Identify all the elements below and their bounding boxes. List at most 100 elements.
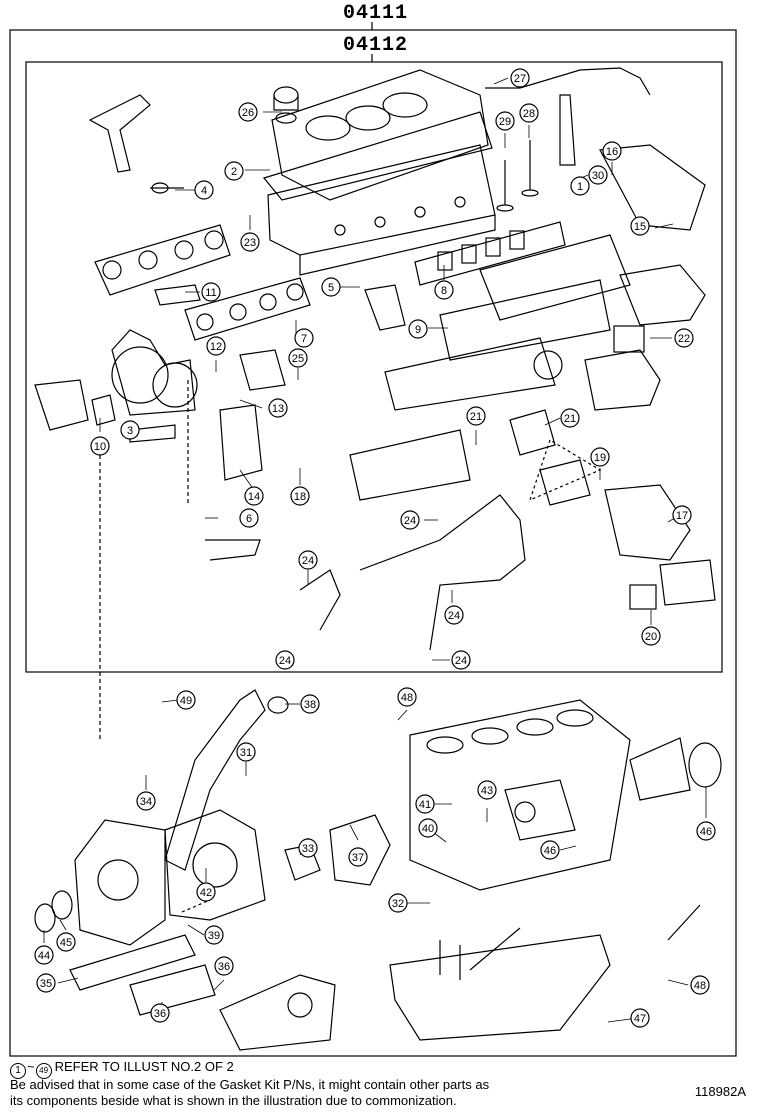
- callout-24: 24: [444, 605, 464, 625]
- cylinder-head: [267, 144, 496, 276]
- callout-number: 41: [419, 799, 431, 811]
- callout-number: 4: [201, 185, 207, 197]
- callout-36: 36: [214, 956, 234, 976]
- callout-number: 24: [279, 655, 291, 667]
- callout-42: 42: [196, 882, 216, 902]
- callout-43: 43: [477, 780, 497, 800]
- callout-number: 35: [40, 978, 52, 990]
- callout-number: 27: [514, 73, 526, 85]
- callout-12: 12: [206, 336, 226, 356]
- callout-number: 26: [242, 107, 254, 119]
- callout-2: 2: [224, 161, 244, 181]
- exhaust-manifold: [94, 224, 231, 296]
- callout-number: 39: [208, 930, 220, 942]
- injection-pump: [504, 779, 576, 841]
- callout-39: 39: [204, 925, 224, 945]
- manifold-gasket: [184, 277, 311, 341]
- callout-number: 14: [248, 491, 260, 503]
- callout-4: 4: [194, 180, 214, 200]
- callout-37: 37: [348, 847, 368, 867]
- callout-33: 33: [298, 838, 318, 858]
- cylinder-head-cover: [262, 69, 493, 201]
- callout-22: 22: [674, 328, 694, 348]
- callout-25: 25: [288, 348, 308, 368]
- intake-gasket: [414, 221, 631, 321]
- callout-number: 24: [448, 610, 460, 622]
- callout-19: 19: [590, 447, 610, 467]
- callout-24: 24: [298, 550, 318, 570]
- callout-number: 3: [127, 425, 133, 437]
- callout-15: 15: [630, 216, 650, 236]
- inner-kit-frame: [25, 61, 723, 673]
- callout-number: 15: [634, 221, 646, 233]
- callout-18: 18: [290, 486, 310, 506]
- glow-plug-wire: [485, 67, 651, 96]
- callout-47: 47: [630, 1008, 650, 1028]
- callout-number: 17: [676, 510, 688, 522]
- callout-24: 24: [275, 650, 295, 670]
- advisory-line-1: Be advised that in some case of the Gask…: [10, 1077, 490, 1092]
- water-outlet-pipe: [164, 689, 266, 871]
- egr-pipe: [359, 494, 526, 651]
- callout-number: 47: [634, 1013, 646, 1025]
- callout-number: 21: [564, 413, 576, 425]
- callout-20: 20: [641, 626, 661, 646]
- callout-number: 32: [392, 898, 404, 910]
- callout-number: 36: [154, 1008, 166, 1020]
- callout-number: 12: [210, 341, 222, 353]
- valves: [496, 94, 576, 212]
- oil-cooler: [129, 964, 216, 1016]
- callout-number: 36: [218, 961, 230, 973]
- oil-pan: [389, 927, 611, 1041]
- callout-number: 2: [231, 166, 237, 178]
- callout-11: 11: [201, 282, 221, 302]
- callout-31: 31: [236, 742, 256, 762]
- callout-number: 24: [455, 655, 467, 667]
- callout-number: 29: [499, 116, 511, 128]
- oil-gauge-guide: [88, 94, 151, 173]
- range-start-marker: 1: [10, 1063, 26, 1079]
- callout-number: 43: [481, 785, 493, 797]
- timing-gear-cover: [74, 809, 266, 946]
- callout-41: 41: [415, 794, 435, 814]
- callout-number: 16: [606, 146, 618, 158]
- callout-21: 21: [466, 406, 486, 426]
- refer-text: REFER TO ILLUST NO.2 OF 2: [54, 1059, 234, 1074]
- callout-number: 46: [700, 826, 712, 838]
- callout-number: 46: [544, 845, 556, 857]
- callout-number: 23: [244, 237, 256, 249]
- callout-number: 1: [577, 181, 583, 193]
- oil-filler-cap: [273, 86, 299, 124]
- callout-30: 30: [588, 165, 608, 185]
- callout-number: 30: [592, 170, 604, 182]
- callout-number: 24: [404, 515, 416, 527]
- callout-number: 38: [304, 699, 316, 711]
- callout-number: 31: [240, 747, 252, 759]
- callout-17: 17: [672, 505, 692, 525]
- callout-48: 48: [690, 975, 710, 995]
- callout-number: 20: [645, 631, 657, 643]
- callout-49: 49: [176, 690, 196, 710]
- callout-36: 36: [150, 1003, 170, 1023]
- callout-32: 32: [388, 893, 408, 913]
- callout-number: 7: [301, 333, 307, 345]
- inner-kit-number: 04112: [343, 34, 409, 57]
- callout-14: 14: [244, 486, 264, 506]
- oil-pump: [219, 974, 336, 1051]
- intake-manifold: [384, 279, 611, 411]
- callout-35: 35: [36, 973, 56, 993]
- callout-38: 38: [300, 694, 320, 714]
- callout-number: 5: [328, 282, 334, 294]
- callout-34: 34: [136, 791, 156, 811]
- callout-46: 46: [540, 840, 560, 860]
- callout-number: 13: [272, 403, 284, 415]
- callout-21: 21: [560, 408, 580, 428]
- advisory-line-2: its components beside what is shown in t…: [10, 1093, 457, 1108]
- callout-number: 10: [94, 441, 106, 453]
- callout-48: 48: [397, 687, 417, 707]
- callout-27: 27: [510, 68, 530, 88]
- callout-number: 40: [422, 823, 434, 835]
